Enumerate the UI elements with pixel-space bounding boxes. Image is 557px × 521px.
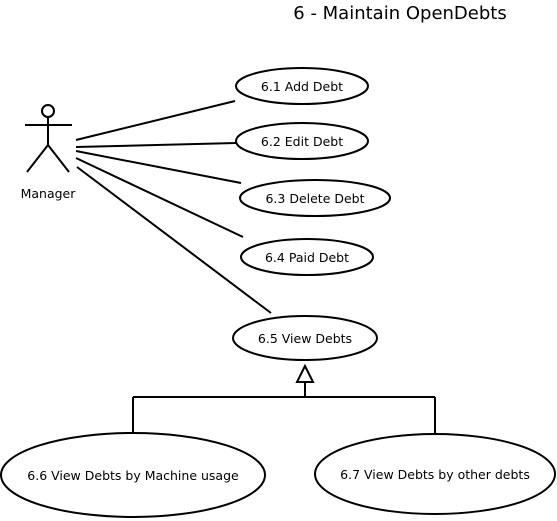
stick-figure-actor-icon (25, 104, 72, 173)
use-case-label: 6.2 Edit Debt (261, 134, 343, 149)
use-case-label: 6.1 Add Debt (261, 79, 343, 94)
use-case-label: 6.5 View Debts (258, 331, 352, 346)
association-manager-6-3 (75, 150, 242, 184)
use-case-label: 6.7 View Debts by other debts (340, 467, 530, 482)
use-case-6-1[interactable]: 6.1 Add Debt (235, 67, 369, 105)
association-manager-6-5 (76, 166, 272, 314)
use-case-6-6[interactable]: 6.6 View Debts by Machine usage (0, 432, 266, 518)
use-case-6-3[interactable]: 6.3 Delete Debt (239, 179, 391, 217)
use-case-6-7[interactable]: 6.7 View Debts by other debts (314, 433, 556, 515)
use-case-6-4[interactable]: 6.4 Paid Debt (240, 238, 374, 276)
association-manager-6-4 (75, 157, 244, 238)
use-case-6-5[interactable]: 6.5 View Debts (232, 315, 378, 361)
use-case-label: 6.4 Paid Debt (265, 250, 349, 265)
association-manager-6-1 (75, 100, 236, 141)
diagram-title: 6 - Maintain OpenDebts (293, 3, 506, 24)
use-case-label: 6.6 View Debts by Machine usage (27, 468, 239, 483)
actor-label: Manager (21, 186, 77, 201)
use-case-label: 6.3 Delete Debt (265, 191, 364, 206)
generalization-arrowhead-icon (295, 363, 315, 383)
use-case-6-2[interactable]: 6.2 Edit Debt (235, 122, 369, 160)
association-manager-6-2 (75, 142, 237, 148)
generalization-connectors (132, 363, 436, 435)
manager-actor[interactable]: Manager (21, 104, 77, 201)
association-lines (75, 100, 272, 314)
